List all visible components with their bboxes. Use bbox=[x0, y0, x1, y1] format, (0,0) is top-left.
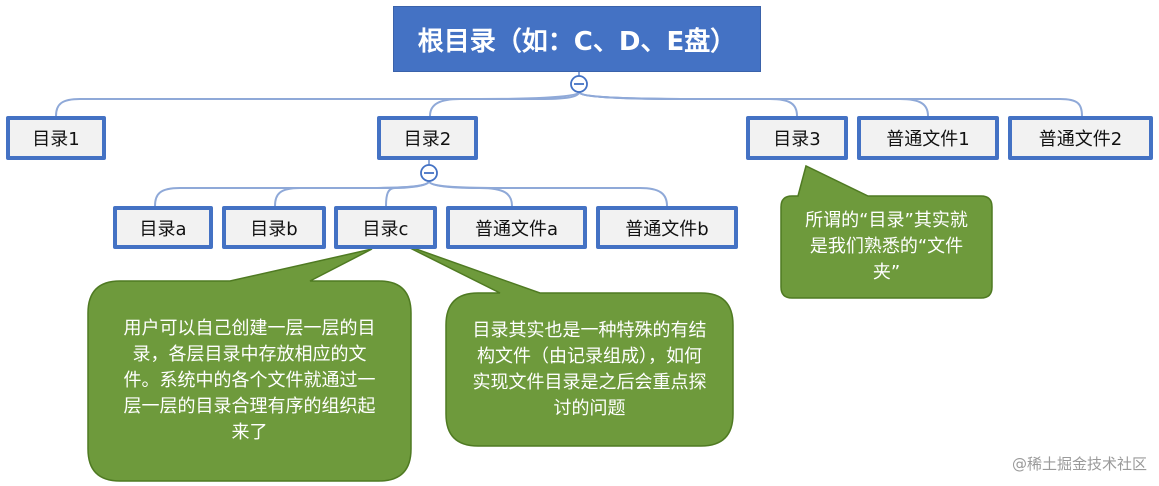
callout-dirc-text: 目录其实也是一种特殊的有结构文件（由记录组成），如何实现文件目录是之后会重点探讨… bbox=[472, 319, 707, 419]
connector-dir2-dirb bbox=[274, 180, 430, 207]
callout-user: 用户可以自己创建一层一层的目录，各层目录中存放相应的文件。系统中的各个文件就通过… bbox=[88, 281, 411, 481]
node-label: 普通文件a bbox=[474, 218, 559, 240]
callout-dir3-text: 所谓的“目录”其实就是我们熟悉的“文件夹” bbox=[805, 210, 968, 283]
node-label: 目录1 bbox=[32, 129, 80, 150]
connector-dir2-fileb bbox=[428, 180, 668, 207]
node-dir3[interactable]: 目录3 bbox=[746, 116, 848, 160]
node-label: 目录b bbox=[250, 218, 298, 240]
connector-root-dir2 bbox=[429, 91, 580, 117]
connector-root-file1 bbox=[578, 91, 929, 117]
watermark: @稀土掘金技术社区 bbox=[1011, 455, 1147, 473]
callout-dir3-shape bbox=[780, 164, 993, 299]
node-label: 普通文件1 bbox=[886, 129, 970, 150]
connector-root-file2 bbox=[578, 91, 1083, 117]
node-dir2[interactable]: 目录2 bbox=[377, 116, 478, 160]
node-label: 目录c bbox=[362, 218, 409, 240]
node-dirc[interactable]: 目录c bbox=[334, 206, 437, 249]
node-label: 普通文件b bbox=[625, 218, 709, 240]
node-file1[interactable]: 普通文件1 bbox=[857, 116, 999, 160]
node-label: 目录3 bbox=[773, 129, 821, 150]
minus-circle-icon[interactable] bbox=[420, 164, 438, 182]
minus-circle-icon[interactable] bbox=[570, 75, 588, 93]
root-directory-node[interactable]: 根目录（如：C、D、E盘） bbox=[393, 6, 761, 72]
callout-dir3: 所谓的“目录”其实就是我们熟悉的“文件夹” bbox=[781, 196, 992, 298]
callout-user-shape bbox=[87, 248, 412, 482]
node-dir1[interactable]: 目录1 bbox=[6, 116, 106, 160]
connector-root-dir3 bbox=[578, 91, 798, 117]
node-dira[interactable]: 目录a bbox=[113, 206, 213, 249]
connector-dir2-dirc bbox=[385, 180, 430, 207]
node-file2[interactable]: 普通文件2 bbox=[1008, 116, 1153, 160]
root-directory-label: 根目录（如：C、D、E盘） bbox=[417, 26, 737, 57]
node-label: 普通文件2 bbox=[1038, 129, 1123, 150]
callout-dirc-shape bbox=[401, 243, 734, 447]
node-dirb[interactable]: 目录b bbox=[222, 206, 326, 249]
node-filea[interactable]: 普通文件a bbox=[446, 206, 587, 249]
callout-dirc: 目录其实也是一种特殊的有结构文件（由记录组成），如何实现文件目录是之后会重点探讨… bbox=[446, 293, 733, 446]
callout-user-text: 用户可以自己创建一层一层的目录，各层目录中存放相应的文件。系统中的各个文件就通过… bbox=[123, 318, 376, 443]
node-label: 目录a bbox=[139, 218, 187, 240]
node-fileb[interactable]: 普通文件b bbox=[596, 206, 738, 249]
connector-root-dir1 bbox=[55, 91, 580, 117]
connector-dir2-filea bbox=[428, 180, 513, 207]
node-label: 目录2 bbox=[403, 129, 452, 150]
